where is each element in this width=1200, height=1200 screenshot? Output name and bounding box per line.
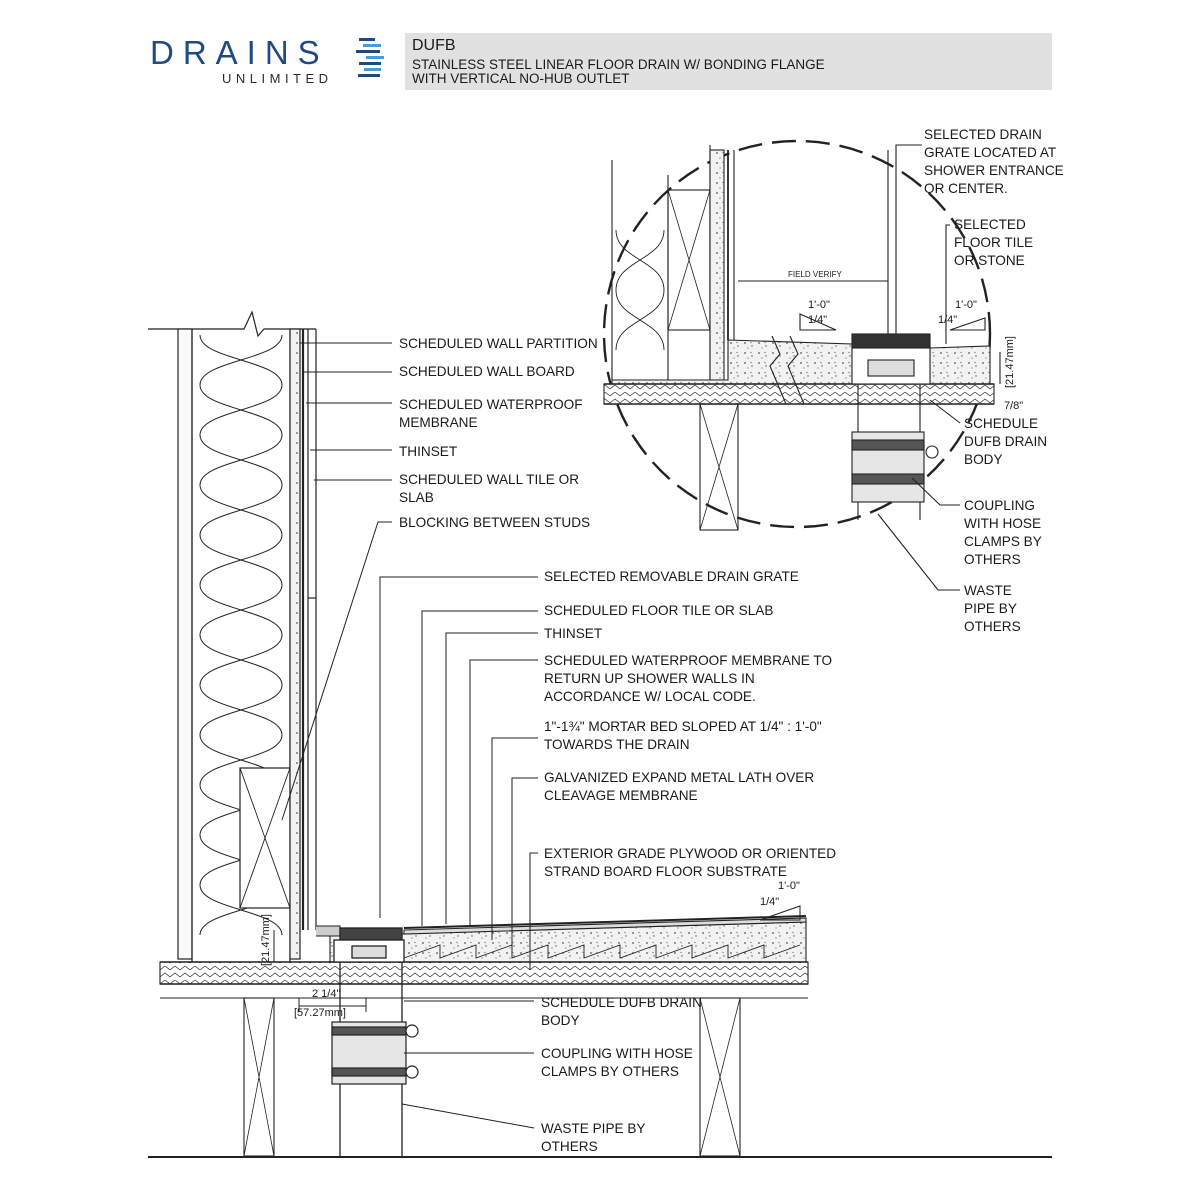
label-coupling-line2: CLAMPS BY OTHERS <box>541 1064 679 1079</box>
label-floor-membrane-line3: ACCORDANCE W/ LOCAL CODE. <box>544 689 756 704</box>
wall-assembly <box>148 310 317 962</box>
dim-detail-run-left: 1'-0" <box>808 299 830 311</box>
label-detail-coupling-line3: CLAMPS BY <box>964 534 1042 549</box>
label-detail-waste-line1: WASTE <box>964 583 1012 598</box>
label-mortar-bed-line2: TOWARDS THE DRAIN <box>544 737 690 752</box>
label-plywood-line2: STRAND BOARD FLOOR SUBSTRATE <box>544 864 787 879</box>
label-mortar-bed-line1: 1"-1¾" MORTAR BED SLOPED AT 1/4" : 1'-0" <box>544 719 822 734</box>
label-floor-tile: SCHEDULED FLOOR TILE OR SLAB <box>544 603 774 618</box>
dimension-lines-main <box>273 905 801 1012</box>
brand-logo-subtitle: UNLIMITED <box>222 71 333 86</box>
label-detail-coupling-line4: OTHERS <box>964 552 1021 567</box>
label-wall-partition: SCHEDULED WALL PARTITION <box>399 336 598 351</box>
label-detail-body-line1: SCHEDULE <box>964 416 1039 431</box>
label-detail-tile-line3: OR STONE <box>954 253 1025 268</box>
label-plywood-line1: EXTERIOR GRADE PLYWOOD OR ORIENTED <box>544 846 837 861</box>
label-drain-grate: SELECTED REMOVABLE DRAIN GRATE <box>544 569 799 584</box>
dim-detail-height-in: 7/8" <box>1004 400 1024 412</box>
label-detail-body-line2: DUFB DRAIN <box>964 434 1048 449</box>
dim-detail-run-right: 1'-0" <box>955 299 977 311</box>
label-floor-membrane-line2: RETURN UP SHOWER WALLS IN <box>544 671 755 686</box>
label-detail-grate-line2: GRATE LOCATED AT <box>924 145 1057 160</box>
label-detail-body-line3: BODY <box>964 452 1003 467</box>
label-detail-coupling-line2: WITH HOSE <box>964 516 1042 531</box>
label-detail-tile-line1: SELECTED <box>954 217 1026 232</box>
label-coupling-line1: COUPLING WITH HOSE <box>541 1046 693 1061</box>
dim-main-run: 1'-0" <box>778 880 800 892</box>
label-detail-coupling-line1: COUPLING <box>964 498 1036 513</box>
label-detail-grate-line4: OR CENTER. <box>924 181 1008 196</box>
product-code: DUFB <box>412 37 456 54</box>
label-drain-body-line1: SCHEDULE DUFB DRAIN <box>541 995 702 1010</box>
bottom-border-line <box>148 1156 1052 1158</box>
label-wall-membrane-line2: MEMBRANE <box>399 415 478 430</box>
label-wall-thinset: THINSET <box>399 444 458 459</box>
label-floor-membrane-line1: SCHEDULED WATERPROOF MEMBRANE TO <box>544 653 833 668</box>
label-lath-line1: GALVANIZED EXPAND METAL LATH OVER <box>544 770 815 785</box>
dim-main-height-mm: [21.47mm] <box>260 914 272 966</box>
floor-assembly <box>159 915 809 1157</box>
label-drain-body-line2: BODY <box>541 1013 580 1028</box>
label-lath-line2: CLEAVAGE MEMBRANE <box>544 788 698 803</box>
label-detail-waste-line2: PIPE BY <box>964 601 1017 616</box>
dim-main-offset-in: 2 1/4" <box>312 988 341 1000</box>
leader-lines-main <box>281 342 538 1129</box>
label-floor-thinset: THINSET <box>544 626 603 641</box>
label-detail-waste-line3: OTHERS <box>964 619 1021 634</box>
product-description-line1: STAINLESS STEEL LINEAR FLOOR DRAIN W/ BO… <box>412 57 825 72</box>
product-description-line2: WITH VERTICAL NO-HUB OUTLET <box>412 71 630 86</box>
label-waste-pipe-line2: OTHERS <box>541 1139 598 1154</box>
label-blocking: BLOCKING BETWEEN STUDS <box>399 515 591 530</box>
detail-callout <box>602 139 1001 591</box>
dim-detail-rise-right: 1/4" <box>938 314 958 326</box>
logo-stripes-icon <box>356 38 384 77</box>
label-wall-board: SCHEDULED WALL BOARD <box>399 364 575 379</box>
dim-main-rise: 1/4" <box>760 896 780 908</box>
label-wall-tile-line2: SLAB <box>399 490 434 505</box>
label-waste-pipe-line1: WASTE PIPE BY <box>541 1121 646 1136</box>
brand-logo-wordmark: DRAINS <box>150 34 329 71</box>
dim-main-offset-mm: [57.27mm] <box>294 1007 346 1019</box>
dim-detail-height-mm: [21.47mm] <box>1004 336 1016 388</box>
dim-detail-rise-left: 1/4" <box>808 314 828 326</box>
label-field-verify: FIELD VERIFY <box>788 270 842 279</box>
label-detail-grate-line1: SELECTED DRAIN <box>924 127 1042 142</box>
label-detail-tile-line2: FLOOR TILE <box>954 235 1034 250</box>
label-wall-membrane-line1: SCHEDULED WATERPROOF <box>399 397 583 412</box>
label-detail-grate-line3: SHOWER ENTRANCE <box>924 163 1064 178</box>
coupling <box>331 1021 419 1085</box>
title-block <box>405 33 1052 90</box>
label-wall-tile-line1: SCHEDULED WALL TILE OR <box>399 472 580 487</box>
